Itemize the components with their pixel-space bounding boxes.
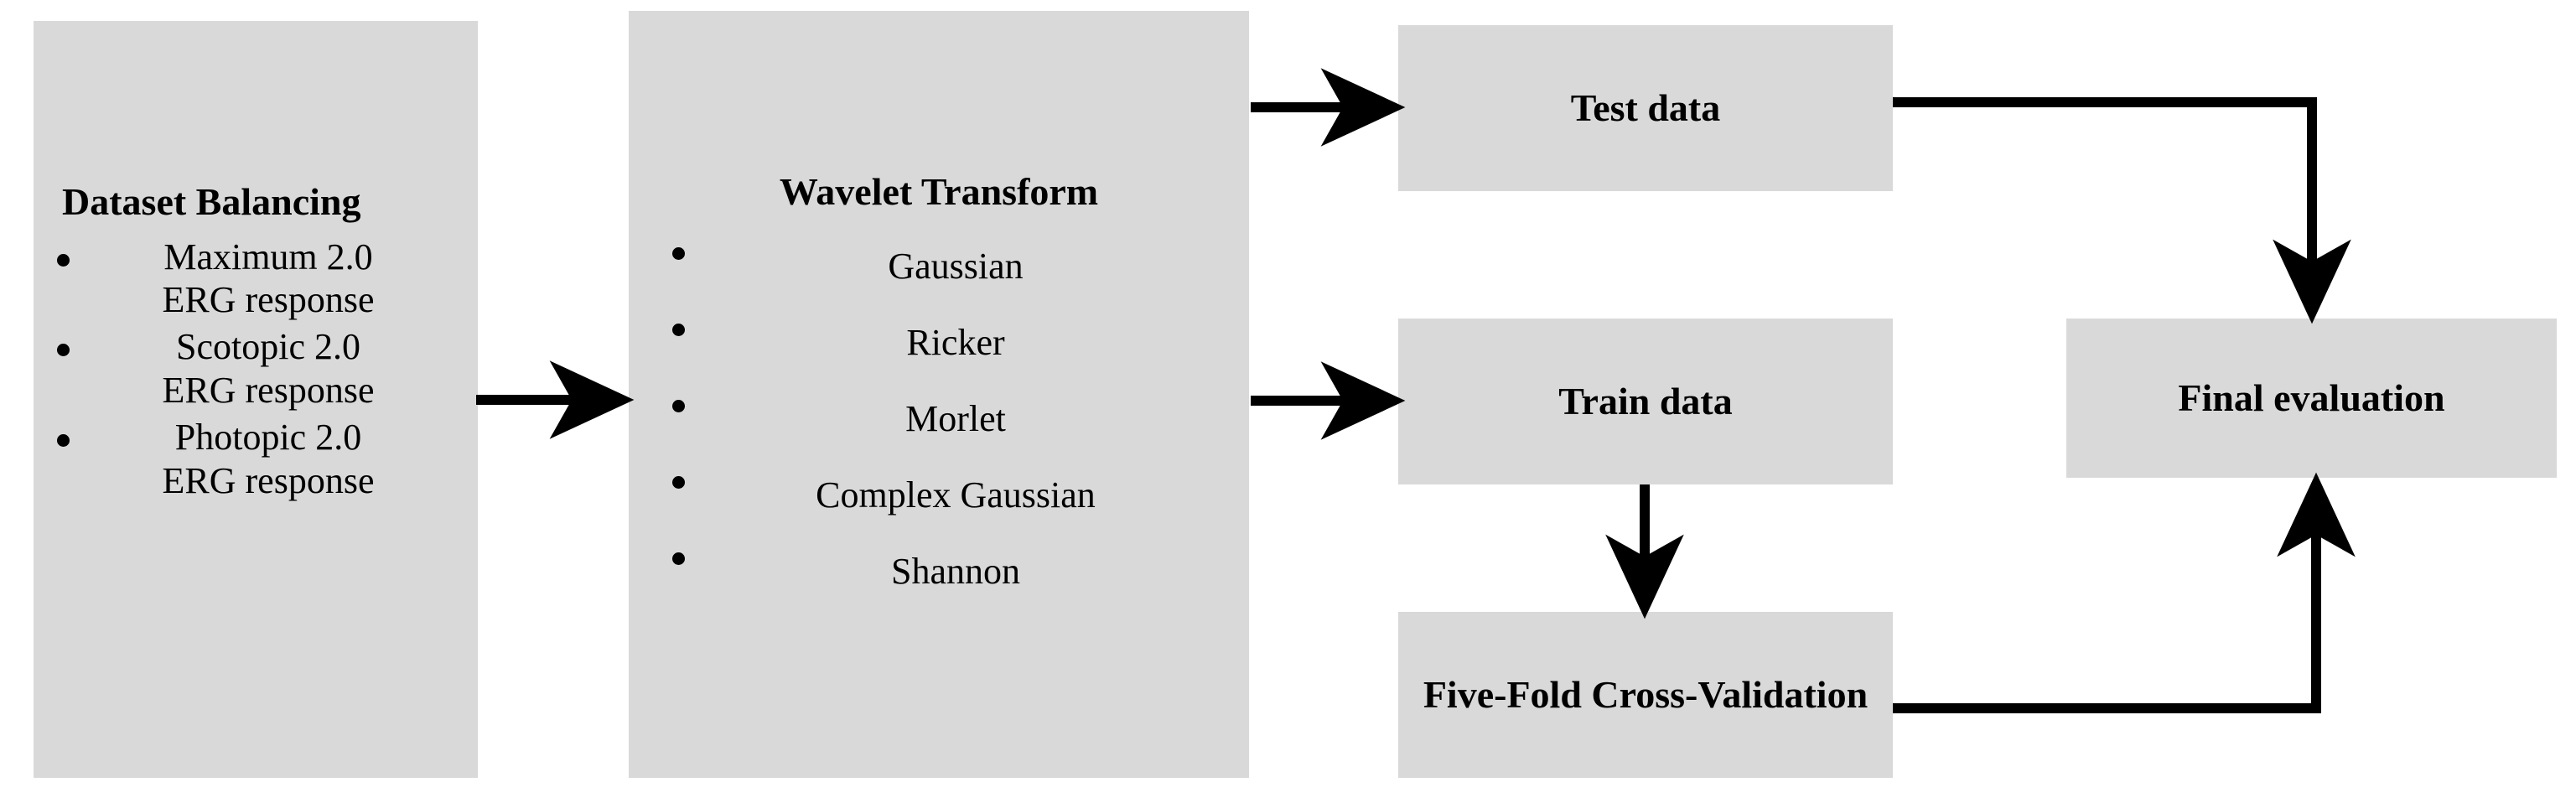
bullet-label: Shannon [891, 551, 1020, 593]
edge-five-fold-cross-validation-to-final-evaluation [1893, 472, 2356, 713]
bullet-list-wavelet-transform: Gaussian Ricker Morlet Complex Gaussian … [629, 229, 1249, 610]
bullet-dot-icon [57, 253, 70, 267]
bullet-line-1: Maximum 2.0 [163, 236, 373, 277]
bullet-dot-icon [57, 344, 70, 357]
node-wavelet-transform[interactable]: Wavelet Transform Gaussian Ricker Morlet… [629, 11, 1249, 778]
bullet-line-2: ERG response [162, 460, 375, 502]
node-five-fold-cross-validation[interactable]: Five-Fold Cross-Validation [1398, 612, 1893, 778]
bullet-list-dataset-balancing: Maximum 2.0 ERG response Scotopic 2.0 ER… [34, 236, 478, 506]
bullet-item: Complex Gaussian [629, 458, 1249, 534]
bullet-line-1: Scotopic 2.0 [176, 326, 360, 368]
node-label-test-data: Test data [1570, 85, 1721, 129]
node-title-dataset-balancing: Dataset Balancing [62, 180, 361, 223]
bullet-dot-icon [672, 399, 685, 412]
bullet-label: Ricker [906, 322, 1005, 364]
node-label-line-2: Cross-Validation [1591, 672, 1869, 716]
bullet-label: Morlet [905, 398, 1006, 440]
bullet-dot-icon [57, 434, 70, 448]
node-label-final-evaluation: Final evaluation [2178, 376, 2445, 419]
bullet-item: Maximum 2.0 ERG response [34, 236, 478, 323]
node-final-evaluation[interactable]: Final evaluation [2066, 319, 2557, 478]
bullet-label: Complex Gaussian [816, 474, 1096, 516]
bullet-item: Shannon [629, 534, 1249, 610]
bullet-item: Scotopic 2.0 ERG response [34, 325, 478, 412]
bullet-item: Morlet [629, 381, 1249, 458]
bullet-line-2: ERG response [162, 279, 375, 321]
node-label-line-1: Five-Fold [1423, 672, 1582, 716]
bullet-item: Gaussian [629, 229, 1249, 305]
node-test-data[interactable]: Test data [1398, 25, 1893, 191]
node-dataset-balancing[interactable]: Dataset Balancing Maximum 2.0 ERG respon… [34, 21, 478, 778]
node-label-five-fold-cross-validation: Five-Fold Cross-Validation [1398, 673, 1893, 718]
bullet-line-2: ERG response [162, 370, 375, 412]
bullet-dot-icon [672, 323, 685, 336]
bullet-item: Ricker [629, 305, 1249, 381]
bullet-label: Gaussian [888, 246, 1024, 288]
bullet-dot-icon [672, 246, 685, 260]
node-title-wavelet-transform: Wavelet Transform [779, 170, 1099, 213]
bullet-item: Photopic 2.0 ERG response [34, 416, 478, 503]
node-label-train-data: Train data [1558, 379, 1733, 422]
node-train-data[interactable]: Train data [1398, 319, 1893, 484]
bullet-dot-icon [672, 475, 685, 489]
edge-test-data-to-final-evaluation [1893, 97, 2351, 324]
bullet-line-1: Photopic 2.0 [174, 417, 362, 458]
bullet-dot-icon [672, 552, 685, 565]
